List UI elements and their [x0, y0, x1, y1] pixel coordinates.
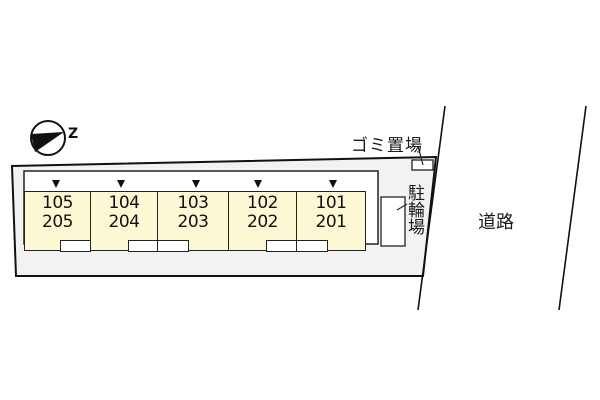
unit-floor2-number: 203: [177, 212, 209, 232]
unit-numbers: 101 201: [297, 194, 365, 232]
svg-text:Z: Z: [68, 126, 78, 142]
unit-block: 105 205: [24, 191, 91, 252]
garbage-area-label: ゴミ置場: [351, 136, 423, 156]
unit-numbers: 102 202: [229, 194, 296, 232]
compass-icon: Z: [30, 120, 78, 156]
unit-block: 104 204: [90, 191, 159, 252]
bicycle-parking-box: [380, 196, 406, 247]
unit-block: 101 201: [295, 191, 366, 252]
entry-arrow-icon: [254, 180, 262, 188]
bicycle-parking-label: 駐輪場: [404, 184, 424, 235]
unit-floor1-number: 105: [42, 193, 73, 213]
unit-entrance: [128, 239, 159, 252]
road-edge-right: [558, 105, 587, 311]
entry-arrow-icon: [117, 180, 125, 188]
unit-floor2-number: 205: [42, 212, 73, 232]
entry-arrow-icon: [52, 180, 60, 188]
unit-floor1-number: 103: [177, 193, 209, 213]
unit-floor2-number: 202: [247, 212, 278, 232]
unit-floor1-number: 104: [108, 193, 140, 213]
unit-floor1-number: 101: [315, 193, 347, 213]
unit-entrance: [60, 239, 91, 252]
garbage-area-leader: [417, 145, 424, 166]
unit-numbers: 105 205: [25, 194, 90, 232]
bicycle-parking-leader: [396, 203, 408, 211]
unit-entrance: [156, 239, 189, 252]
unit-floor1-number: 102: [247, 193, 278, 213]
unit-entrance: [295, 239, 328, 252]
entry-arrow-icon: [329, 180, 337, 188]
entry-arrow-icon: [192, 180, 200, 188]
road-label: 道路: [478, 212, 514, 233]
unit-numbers: 103 203: [158, 194, 228, 232]
unit-floor2-number: 201: [315, 212, 347, 232]
unit-block: 103 203: [156, 191, 229, 252]
unit-floor2-number: 204: [108, 212, 140, 232]
unit-block: 102 202: [228, 191, 298, 252]
unit-numbers: 104 204: [91, 194, 157, 232]
unit-entrance: [266, 239, 298, 252]
road-edge-left: [417, 105, 446, 311]
